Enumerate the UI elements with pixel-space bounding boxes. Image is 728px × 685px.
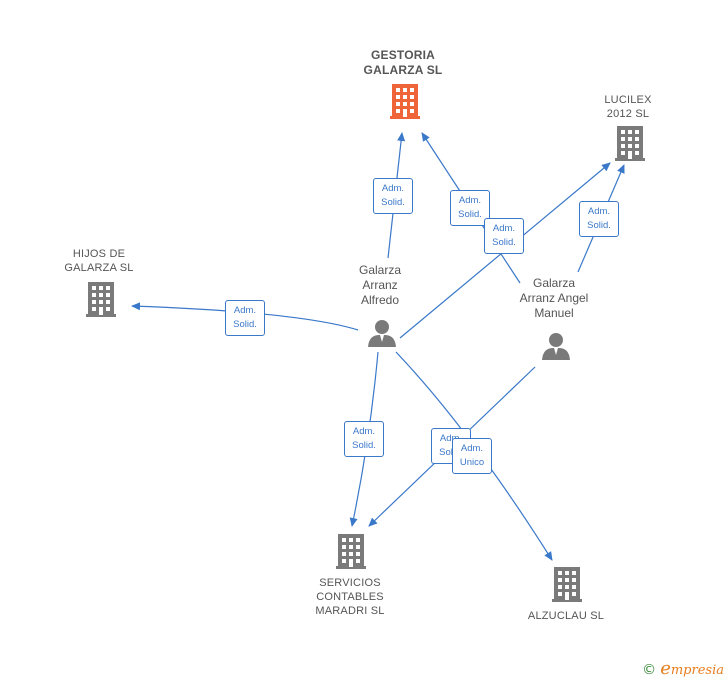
edge-alfredo-hijos — [131, 302, 359, 331]
brand-logo-initial: e — [660, 658, 671, 679]
role-badge[interactable]: Adm. Solid. — [484, 218, 524, 254]
company-label-alzuclau[interactable]: ALZUCLAU SL — [527, 610, 605, 622]
company-label-servicios[interactable]: SERVICIOS CONTABLES MARADRI SL — [315, 577, 385, 617]
role-badge[interactable]: Adm. Solid. — [450, 190, 490, 226]
building-icon[interactable] — [615, 126, 645, 162]
brand-footer: © empresia — [642, 658, 724, 679]
building-icon[interactable] — [86, 282, 116, 318]
role-badge[interactable]: Adm. Solid. — [225, 300, 265, 336]
role-badge[interactable]: Adm. Solid. — [373, 178, 413, 214]
company-label-lucilex[interactable]: LUCILEX 2012 SL — [604, 94, 652, 120]
person-icon[interactable] — [541, 331, 571, 361]
role-badge[interactable]: Adm. Solid. — [344, 421, 384, 457]
person-label-alfredo[interactable]: Galarza Arranz Alfredo — [358, 263, 402, 307]
building-icon[interactable] — [552, 567, 582, 603]
role-badge[interactable]: Adm. Solid. — [579, 201, 619, 237]
building-icon[interactable] — [336, 534, 366, 570]
role-badge[interactable]: Adm. Unico — [452, 438, 492, 474]
person-label-angel[interactable]: Galarza Arranz Angel Manuel — [519, 276, 589, 320]
copyright-icon: © — [642, 662, 657, 678]
brand-logo-text: mpresia — [670, 663, 724, 678]
person-icon[interactable] — [367, 318, 397, 348]
company-label-hijos[interactable]: HIJOS DE GALARZA SL — [64, 248, 134, 274]
building-icon[interactable] — [390, 84, 420, 120]
company-label-gestoria[interactable]: GESTORIA GALARZA SL — [363, 48, 443, 77]
